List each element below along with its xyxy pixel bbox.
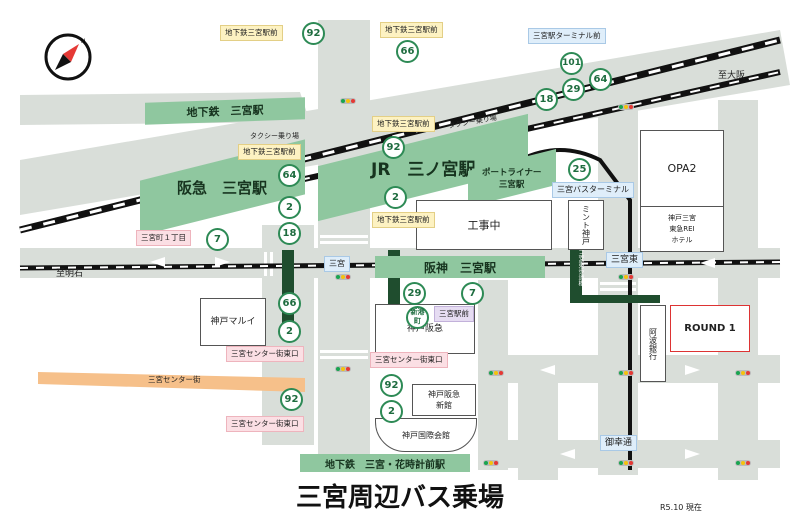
route-7-hanshin[interactable]: 7: [461, 282, 484, 305]
opa2-building: OPA2: [640, 130, 724, 207]
stop-bus-terminal[interactable]: 三宮バスターミナル: [552, 182, 634, 198]
center-gai-street: [38, 372, 305, 392]
page-title: 三宮周辺バス乗場: [295, 483, 504, 513]
building-label: 神戸マルイ: [210, 316, 256, 327]
road-vertical-far-right: [718, 100, 758, 480]
hotel-building: 神戸三宮 東急REI ホテル: [640, 206, 724, 252]
to-osaka-label: 至大阪: [718, 71, 746, 81]
underpass-right: [570, 250, 582, 300]
route-2-mid[interactable]: 2: [384, 186, 407, 209]
svg-text:N: N: [81, 38, 86, 45]
stop-terminal-mae[interactable]: 三宮駅ターミナル前: [528, 28, 606, 44]
compass-icon: N: [44, 33, 92, 81]
building-label: 工事中: [467, 218, 501, 232]
date-note: R5.10 現在: [660, 503, 702, 512]
stop-center-higashi-3[interactable]: 三宮センター街東口: [226, 416, 304, 432]
mint-kobe-building: ミント神戸: [568, 200, 604, 250]
hankyu-annex-building: 神戸阪急 新館: [412, 384, 476, 416]
stop-goko-dori[interactable]: 御幸通: [600, 435, 638, 451]
building-label: 阿波銀行: [648, 327, 658, 360]
to-akashi-label: 至明石: [56, 269, 84, 279]
subway-hanadokei-station: 地下鉄 三宮・花時計前駅: [300, 454, 470, 472]
route-66-top[interactable]: 66: [396, 40, 419, 63]
route-shinko[interactable]: 新港町: [406, 306, 429, 329]
station-label: 阪急 三宮駅: [177, 179, 268, 198]
stop-sannomiya-1chome[interactable]: 三宮町１丁目: [136, 230, 191, 246]
underpass-label: 三宮東歩道橋: [577, 250, 584, 286]
stop-chikatetsu-low[interactable]: 地下鉄三宮駅前: [372, 212, 435, 228]
building-label: 神戸阪急 新館: [428, 390, 460, 410]
station-label: ポートライナー 三宮駅: [482, 168, 542, 190]
route-2-low[interactable]: 2: [278, 320, 301, 343]
construction-site: 工事中: [416, 200, 552, 250]
building-label: 神戸国際会館: [402, 430, 450, 440]
station-label: 阪神 三宮駅: [423, 260, 496, 275]
route-25[interactable]: 25: [568, 158, 591, 181]
building-label: 神戸阪急: [406, 323, 443, 334]
station-label: 地下鉄 三宮駅: [186, 103, 264, 120]
stop-center-higashi-1[interactable]: 三宮センター街東口: [226, 346, 304, 362]
stop-chikatetsu-top-right[interactable]: 地下鉄三宮駅前: [380, 22, 443, 38]
route-64-top[interactable]: 64: [589, 68, 612, 91]
underpass-bridge: [570, 295, 660, 303]
round1-building: ROUND 1: [670, 305, 750, 352]
stop-sannomiya[interactable]: 三宮: [324, 256, 350, 272]
route-18-top[interactable]: 18: [535, 88, 558, 111]
road-vertical-center: [318, 20, 370, 460]
building-label: 神戸三宮 東急REI ホテル: [668, 213, 696, 244]
taxi-stand-label-1: タクシー乗り場: [250, 132, 299, 140]
route-64-left[interactable]: 64: [278, 164, 301, 187]
route-2-bottom[interactable]: 2: [380, 400, 403, 423]
traffic-signal-icon: [335, 98, 751, 466]
stop-sannomiya-higashi[interactable]: 三宮東: [606, 252, 644, 268]
building-label: ミント神戸: [581, 205, 591, 245]
route-92-top[interactable]: 92: [302, 22, 325, 45]
stop-chikatetsu-top-left[interactable]: 地下鉄三宮駅前: [220, 25, 283, 41]
center-gai-label: 三宮センター街: [148, 375, 201, 384]
stop-sannomiya-ekimae[interactable]: 三宮駅前: [434, 306, 474, 322]
route-2-left[interactable]: 2: [278, 196, 301, 219]
stop-chikatetsu-left[interactable]: 地下鉄三宮駅前: [238, 144, 301, 160]
kobe-marui-building: 神戸マルイ: [200, 298, 266, 346]
stop-center-higashi-2[interactable]: 三宮センター街東口: [370, 352, 448, 368]
route-92-bottomleft[interactable]: 92: [280, 388, 303, 411]
route-29-hanshin[interactable]: 29: [403, 282, 426, 305]
kokusai-kaikan-building: 神戸国際会館: [375, 418, 477, 452]
route-92-low[interactable]: 92: [380, 374, 403, 397]
station-label: JR 三ノ宮駅: [370, 160, 476, 181]
hanshin-station: 阪神 三宮駅: [375, 256, 545, 278]
route-29-top[interactable]: 29: [562, 78, 585, 101]
building-label: ROUND 1: [684, 323, 736, 334]
route-7-left[interactable]: 7: [206, 228, 229, 251]
awa-bank-building: 阿波銀行: [640, 305, 666, 382]
route-18-left[interactable]: 18: [278, 222, 301, 245]
station-label: 地下鉄 三宮・花時計前駅: [325, 459, 445, 471]
underpass-left: [282, 250, 294, 330]
route-101[interactable]: 101: [560, 52, 583, 75]
route-92-mid[interactable]: 92: [382, 136, 405, 159]
road-vertical-lower: [518, 360, 558, 480]
stop-chikatetsu-mid[interactable]: 地下鉄三宮駅前: [372, 116, 435, 132]
route-66-low[interactable]: 66: [278, 292, 301, 315]
building-label: OPA2: [667, 162, 697, 175]
